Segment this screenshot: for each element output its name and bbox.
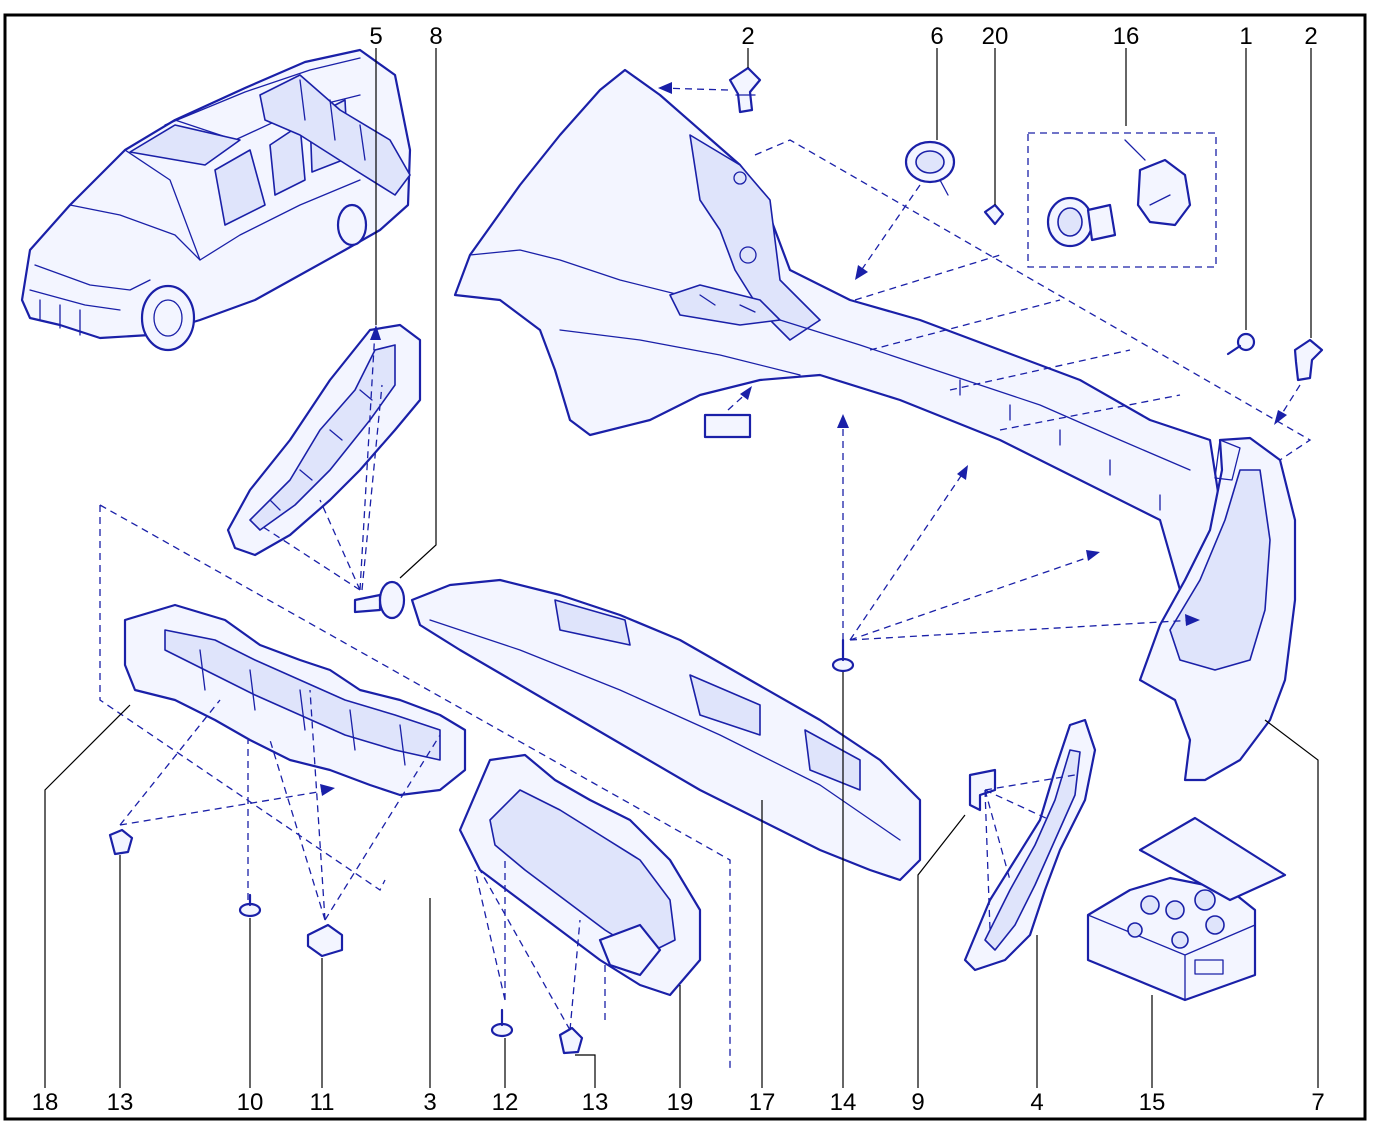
parking-sensor-6 bbox=[904, 140, 956, 196]
callout-bottom-12: 4 bbox=[1030, 1089, 1043, 1116]
clip-13-left bbox=[108, 828, 134, 856]
screw-12 bbox=[490, 1008, 514, 1038]
nut-clip-11 bbox=[306, 923, 344, 958]
clip-2-right bbox=[1293, 338, 1324, 382]
callout-bottom-13: 15 bbox=[1139, 1089, 1166, 1116]
callout-top-4: 6 bbox=[930, 23, 943, 50]
callout-top-1: 5 bbox=[369, 23, 382, 50]
plug-8 bbox=[353, 580, 406, 620]
screw-1 bbox=[1226, 332, 1256, 356]
callout-top-5: 20 bbox=[982, 23, 1009, 50]
callout-bottom-1: 18 bbox=[32, 1089, 59, 1116]
callout-bottom-10: 14 bbox=[830, 1089, 857, 1116]
callout-bottom-6: 12 bbox=[492, 1089, 519, 1116]
callout-bottom-7: 13 bbox=[582, 1089, 609, 1116]
sensor-kit-16-frame bbox=[1027, 132, 1217, 268]
callout-bottom-4: 11 bbox=[310, 1089, 335, 1116]
plug-9 bbox=[968, 768, 997, 812]
callout-bottom-5: 3 bbox=[423, 1089, 436, 1116]
callout-bottom-2: 13 bbox=[107, 1089, 134, 1116]
callout-bottom-14: 7 bbox=[1311, 1089, 1324, 1116]
energy-absorber-18 bbox=[123, 603, 467, 797]
fastener-kit-box-15 bbox=[1086, 816, 1287, 1002]
screw-14 bbox=[831, 638, 855, 673]
callouts-top: 5 8 2 6 20 16 1 2 bbox=[369, 23, 1317, 50]
clip-13-lower bbox=[558, 1026, 584, 1055]
callout-bottom-3: 10 bbox=[237, 1089, 264, 1116]
vehicle-illustration bbox=[20, 48, 412, 352]
energy-absorber-19 bbox=[458, 753, 702, 997]
plate-lamp-marker bbox=[703, 386, 752, 439]
lower-diffuser-17 bbox=[410, 578, 922, 882]
callout-top-7: 1 bbox=[1239, 23, 1252, 50]
callout-bottom-11: 9 bbox=[911, 1089, 924, 1116]
side-bracket-4 bbox=[963, 718, 1097, 972]
clip-2-top bbox=[728, 66, 762, 114]
leader-lines bbox=[44, 48, 1319, 1088]
callout-top-8: 2 bbox=[1304, 23, 1317, 50]
callout-top-6: 16 bbox=[1113, 23, 1140, 50]
washer-20 bbox=[983, 203, 1005, 226]
callout-top-2: 8 bbox=[429, 23, 442, 50]
callout-bottom-8: 19 bbox=[667, 1089, 694, 1116]
callouts-bottom: 18 13 10 11 3 12 13 19 17 14 9 4 15 7 bbox=[32, 1089, 1325, 1116]
diagram-frame bbox=[3, 13, 1367, 1121]
callout-bottom-9: 17 bbox=[749, 1089, 776, 1116]
side-bracket-5 bbox=[226, 323, 422, 557]
screw-10 bbox=[238, 893, 262, 918]
callout-top-3: 2 bbox=[741, 23, 754, 50]
sensor-kit-16 bbox=[1046, 139, 1192, 248]
